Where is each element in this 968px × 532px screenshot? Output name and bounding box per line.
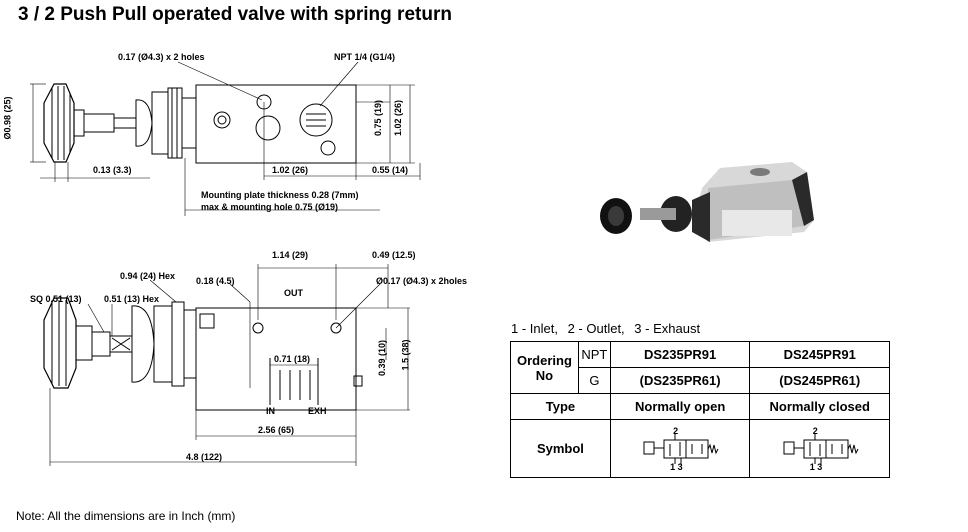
valve-symbol-no-icon (643, 433, 719, 464)
col2-npt-value: DS245PR91 (749, 341, 890, 368)
valve-symbol-nc-icon (783, 433, 859, 464)
page-title: 3 / 2 Push Pull operated valve with spri… (18, 4, 452, 25)
symbol-cell-no: 2 1 3 (609, 419, 751, 478)
side-sq-label: SQ 0.51 (13) (30, 294, 82, 304)
side-total-len-label: 4.8 (122) (186, 452, 223, 462)
in-port-label: IN (266, 406, 275, 416)
side-holes-label: Ø0.17 (Ø4.3) x 2holes (376, 276, 468, 286)
side-view-drawing (43, 264, 410, 466)
col2-g-value: (DS245PR61) (749, 367, 890, 394)
legend-outlet: 2 - Outlet, (567, 321, 625, 336)
symbol-label: Symbol (510, 419, 611, 478)
side-width-b-label: 0.49 (12.5) (372, 250, 416, 260)
npt-label: NPT (577, 341, 611, 368)
plate-note-line1: Mounting plate thickness 0.28 (7mm) (201, 190, 359, 200)
symbol-nc-port-bottom: 1 3 (809, 461, 823, 472)
top-view-drawing (30, 61, 421, 216)
g-label: G (577, 367, 611, 394)
top-knob-dia-label: Ø0.98 (25) (2, 96, 13, 140)
side-hex-b-label: 0.51 (13) Hex (104, 294, 160, 304)
port-legend: 1 - Inlet, 2 - Outlet, 3 - Exhaust (511, 321, 706, 336)
symbol-no-port-bottom: 1 3 (670, 461, 683, 472)
side-hex-a-label: 0.94 (24) Hex (120, 271, 176, 281)
top-end-offset-label: 0.55 (14) (372, 165, 409, 175)
col2-type-value: Normally closed (749, 393, 890, 420)
side-offset-label: 0.18 (4.5) (196, 276, 235, 286)
side-height-a-label: 0.39 (10) (377, 339, 388, 377)
col1-type-value: Normally open (609, 393, 751, 420)
ordering-label: Ordering No (510, 341, 579, 394)
legend-inlet: 1 - Inlet, (511, 321, 558, 336)
symbol-nc-port-top: 2 (812, 425, 818, 436)
exh-port-label: EXH (308, 406, 327, 416)
side-width-a-label: 1.14 (29) (272, 250, 309, 260)
top-knob-offset-label: 0.13 (3.3) (93, 165, 132, 175)
plate-note-line2: max & mounting hole 0.75 (Ø19) (201, 202, 339, 212)
symbol-cell-nc: 2 1 3 (749, 419, 890, 478)
top-port-spacing-label: 1.02 (26) (272, 165, 309, 175)
col1-npt-value: DS235PR91 (609, 341, 751, 368)
spec-table: Ordering No NPT DS235PR91 DS245PR91 G (D… (510, 341, 890, 478)
type-label: Type (510, 393, 611, 420)
out-port-label: OUT (284, 288, 303, 298)
symbol-no-port-top: 2 (673, 425, 679, 436)
product-photo (600, 162, 814, 242)
dimension-note: Note: All the dimensions are in Inch (mm… (16, 509, 236, 523)
top-height-b-label: 1.02 (26) (393, 99, 404, 137)
legend-exhaust: 3 - Exhaust (634, 321, 701, 336)
side-pitch-label: 0.71 (18) (274, 354, 311, 364)
top-port-label: NPT 1/4 (G1/4) (334, 52, 396, 62)
col1-g-value: (DS235PR61) (609, 367, 751, 394)
top-height-a-label: 0.75 (19) (373, 99, 384, 137)
side-body-len-label: 2.56 (65) (258, 425, 295, 435)
side-height-b-label: 1.5 (38) (400, 339, 411, 371)
top-holes-label: 0.17 (Ø4.3) x 2 holes (118, 52, 205, 62)
